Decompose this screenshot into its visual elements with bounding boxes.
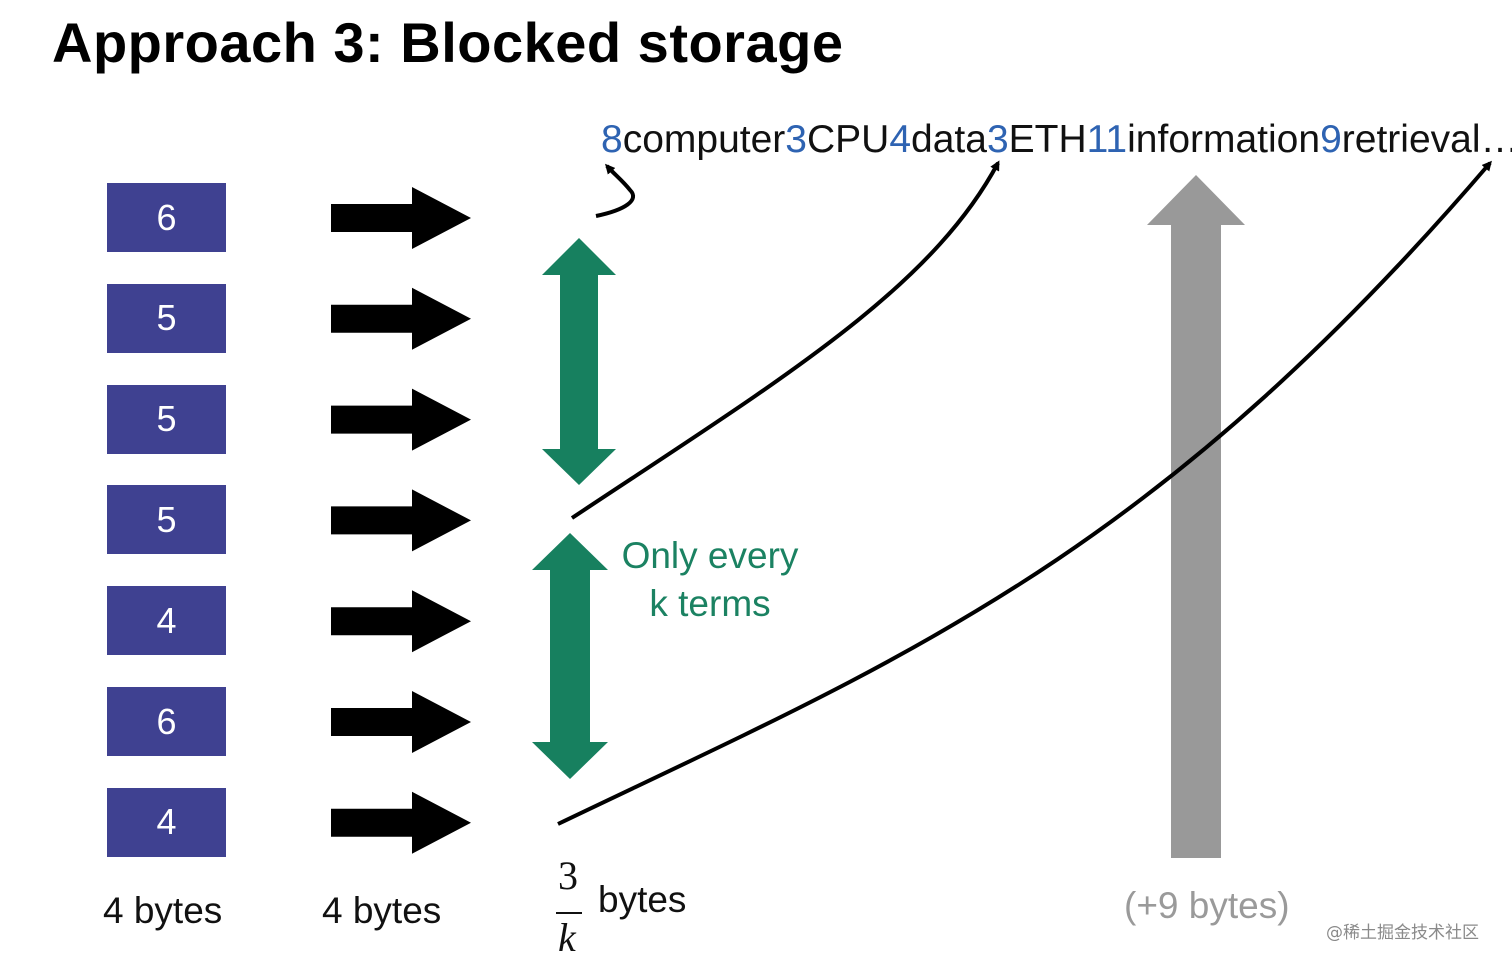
frequency-box: 5 bbox=[107, 283, 226, 353]
fraction-denominator: k bbox=[558, 915, 576, 960]
term-text: CPU bbox=[806, 118, 890, 161]
term-length: 3 bbox=[986, 118, 1009, 161]
block-size-double-arrow-lower bbox=[532, 533, 608, 779]
fraction-numerator: 3 bbox=[558, 853, 578, 898]
small-hook-arrow bbox=[595, 163, 635, 218]
freq-column-size-label: 4 bytes bbox=[103, 890, 223, 931]
term-text: retrieval… bbox=[1341, 118, 1512, 161]
block-pointer-line-lower bbox=[557, 160, 1492, 826]
pointer-arrow bbox=[331, 590, 471, 653]
term-length: 11 bbox=[1086, 118, 1128, 161]
pointer-column-size-label: 4 bytes bbox=[322, 890, 442, 931]
frequency-box: 4 bbox=[107, 586, 226, 656]
frequency-box: 6 bbox=[107, 183, 226, 252]
frequency-box: 4 bbox=[107, 787, 226, 857]
pointer-arrow bbox=[331, 187, 471, 249]
pointer-arrow bbox=[331, 791, 471, 854]
page-title: Approach 3: Blocked storage bbox=[52, 11, 844, 74]
term-length: 4 bbox=[889, 118, 912, 161]
term-length: 9 bbox=[1320, 118, 1342, 161]
pointer-column bbox=[331, 187, 471, 854]
pointer-arrow bbox=[331, 691, 471, 753]
fraction-bar bbox=[556, 912, 582, 914]
pointer-arrow bbox=[331, 489, 471, 552]
term-text: information bbox=[1127, 118, 1321, 161]
note-line-2: k terms bbox=[649, 583, 771, 624]
term-length: 3 bbox=[785, 118, 807, 161]
length-overhead-label: (+9 bytes) bbox=[1124, 885, 1290, 926]
watermark: @稀土掘金技术社区 bbox=[1326, 923, 1479, 943]
term-text: computer bbox=[622, 118, 786, 161]
frequency-box: 5 bbox=[107, 384, 226, 454]
overhead-gray-arrow bbox=[1147, 175, 1245, 858]
dictionary-string: 8computer3CPU4data3ETH11information9retr… bbox=[601, 118, 1512, 162]
frequency-box: 6 bbox=[107, 687, 226, 756]
block-pointer-line-upper bbox=[570, 160, 1000, 520]
term-text: data bbox=[911, 118, 987, 161]
block-note: Only every k terms bbox=[612, 532, 808, 628]
pointer-arrow bbox=[331, 388, 471, 451]
term-length: 8 bbox=[601, 118, 623, 161]
pointer-arrow bbox=[331, 287, 471, 350]
block-pointer-size-label: bytes bbox=[598, 879, 687, 920]
note-line-1: Only every bbox=[621, 535, 799, 576]
term-text: ETH bbox=[1008, 118, 1087, 161]
frequency-box: 5 bbox=[107, 485, 226, 555]
block-size-double-arrow-upper bbox=[542, 238, 616, 485]
